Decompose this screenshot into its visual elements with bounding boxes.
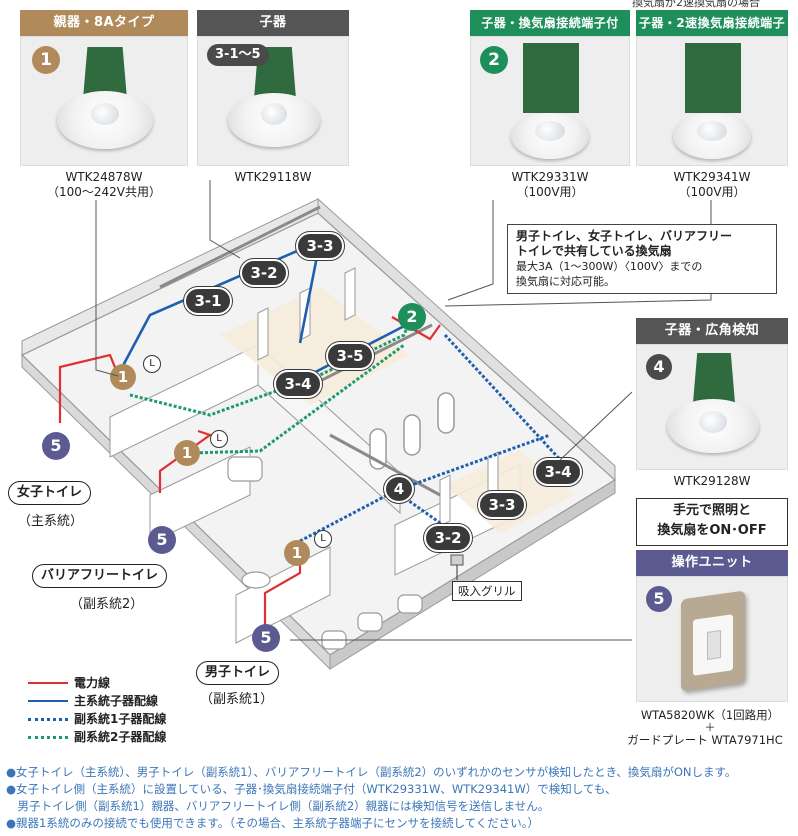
legend-sub1-label: 副系統1子器配線 <box>74 712 167 726</box>
legend-main-line: 主系統子器配線 <box>28 692 228 710</box>
shared-fan-note-line2: トイレで共有している換気扇 <box>516 244 672 258</box>
hand-control-line1: 手元で照明と <box>672 503 751 518</box>
pill-3-3-top: 3-3 <box>296 232 344 260</box>
model-parent: WTK24878W <box>65 170 143 184</box>
badge-parent-men: 1 <box>284 540 310 566</box>
badge-wide-angle: 4 <box>646 354 672 380</box>
badge-unit-women: 5 <box>42 432 70 460</box>
shared-fan-note: 男子トイレ、女子トイレ、バリアフリー トイレで共有している換気扇 最大3A（1〜… <box>507 224 777 294</box>
pill-3-1-top: 3-1 <box>184 287 232 315</box>
room-sub-barrierfree: （副系統2） <box>70 597 144 612</box>
model-operation-unit-guard: ガードプレート WTA7971HC <box>627 733 783 747</box>
badge-parent-barrierfree: 1 <box>174 440 200 466</box>
intake-grill-label: 吸入グリル <box>452 581 522 601</box>
legend-sub1-line: 副系統1子器配線 <box>28 710 228 728</box>
card-photo-child-fan <box>470 36 630 166</box>
model-child-fan-sub: （100V用） <box>516 185 584 199</box>
room-label-women: 女子トイレ <box>8 481 92 505</box>
legend-power-label: 電力線 <box>74 676 111 690</box>
legend-main-label: 主系統子器配線 <box>74 694 159 708</box>
card-header-child-fan: 子器・換気扇接続端子付 <box>470 10 630 36</box>
pill-4: 4 <box>384 475 414 503</box>
pill-3-2-top: 3-2 <box>240 259 288 287</box>
badge-fan-child: 2 <box>398 303 426 331</box>
model-child-fan: WTK29331W <box>511 170 589 184</box>
badge-operation-unit: 5 <box>646 586 672 612</box>
note-1: ●女子トイレ（主系統）、男子トイレ（副系統1）、バリアフリートイレ（副系統2）の… <box>6 765 737 779</box>
model-operation-unit-plus: ＋ <box>704 721 716 734</box>
pill-3-3-right: 3-3 <box>478 491 526 519</box>
lamp-symbol-barrierfree: L <box>210 430 228 448</box>
hand-control-line2: 換気扇をON･OFF <box>657 523 767 538</box>
top-note: 換気扇が2速換気扇の場合 <box>632 0 760 9</box>
card-header-operation-unit: 操作ユニット <box>636 550 788 576</box>
pill-3-5: 3-5 <box>326 342 374 370</box>
card-header-wide-angle: 子器・広角検知 <box>636 318 788 344</box>
badge-unit-men: 5 <box>252 624 280 652</box>
shared-fan-note-line3: 最大3A（1〜300W）〈100V〉までの <box>516 260 703 273</box>
badge-parent: 1 <box>32 46 60 74</box>
note-4: ●親器1系統のみの接続でも使用できます。（その場合、主系統子器端子にセンサを接続… <box>6 816 540 830</box>
model-operation-unit: WTA5820WK（1回路用） <box>640 708 780 722</box>
room-sub-women: （主系統） <box>18 514 84 529</box>
badge-parent-women: 1 <box>110 364 136 390</box>
card-header-child: 子器 <box>197 10 349 36</box>
note-2: ●女子トイレ側（主系統）に設置している、子器･換気扇接続端子付（WTK29331… <box>6 782 617 796</box>
model-parent-sub: （100〜242V共用） <box>46 185 162 199</box>
shared-fan-note-line4: 換気扇に対応可能。 <box>516 275 615 288</box>
legend-sub2-label: 副系統2子器配線 <box>74 730 167 744</box>
model-child-2speed-sub: （100V用） <box>678 185 746 199</box>
model-child-2speed: WTK29341W <box>673 170 751 184</box>
room-label-men: 男子トイレ <box>196 661 280 685</box>
lamp-symbol-men: L <box>314 530 332 548</box>
shared-fan-note-line1: 男子トイレ、女子トイレ、バリアフリー <box>516 229 733 243</box>
model-wide-angle: WTK29128W <box>673 474 751 488</box>
badge-child-fan: 2 <box>480 46 508 74</box>
room-sub-men: （副系統1） <box>200 692 274 707</box>
lamp-symbol-women: L <box>143 355 161 373</box>
pill-3-4-right: 3-4 <box>534 458 582 486</box>
pill-3-2-right: 3-2 <box>424 524 472 552</box>
card-photo-child-2speed <box>636 36 788 166</box>
card-header-parent-8a: 親器・8Aタイプ <box>20 10 188 36</box>
hand-control-box: 手元で照明と 換気扇をON･OFF <box>636 498 788 546</box>
legend-sub2-line: 副系統2子器配線 <box>28 728 228 746</box>
legend-power-line: 電力線 <box>28 674 228 692</box>
badge-child-range: 3-1〜5 <box>207 44 269 66</box>
room-label-barrierfree: バリアフリートイレ <box>32 564 168 588</box>
pill-3-4-left: 3-4 <box>274 370 322 398</box>
model-child: WTK29118W <box>234 170 312 184</box>
note-3: 男子トイレ側（副系統1）親器、バリアフリートイレ側（副系統2）親器には検知信号を… <box>6 799 550 813</box>
badge-unit-barrierfree: 5 <box>148 526 176 554</box>
